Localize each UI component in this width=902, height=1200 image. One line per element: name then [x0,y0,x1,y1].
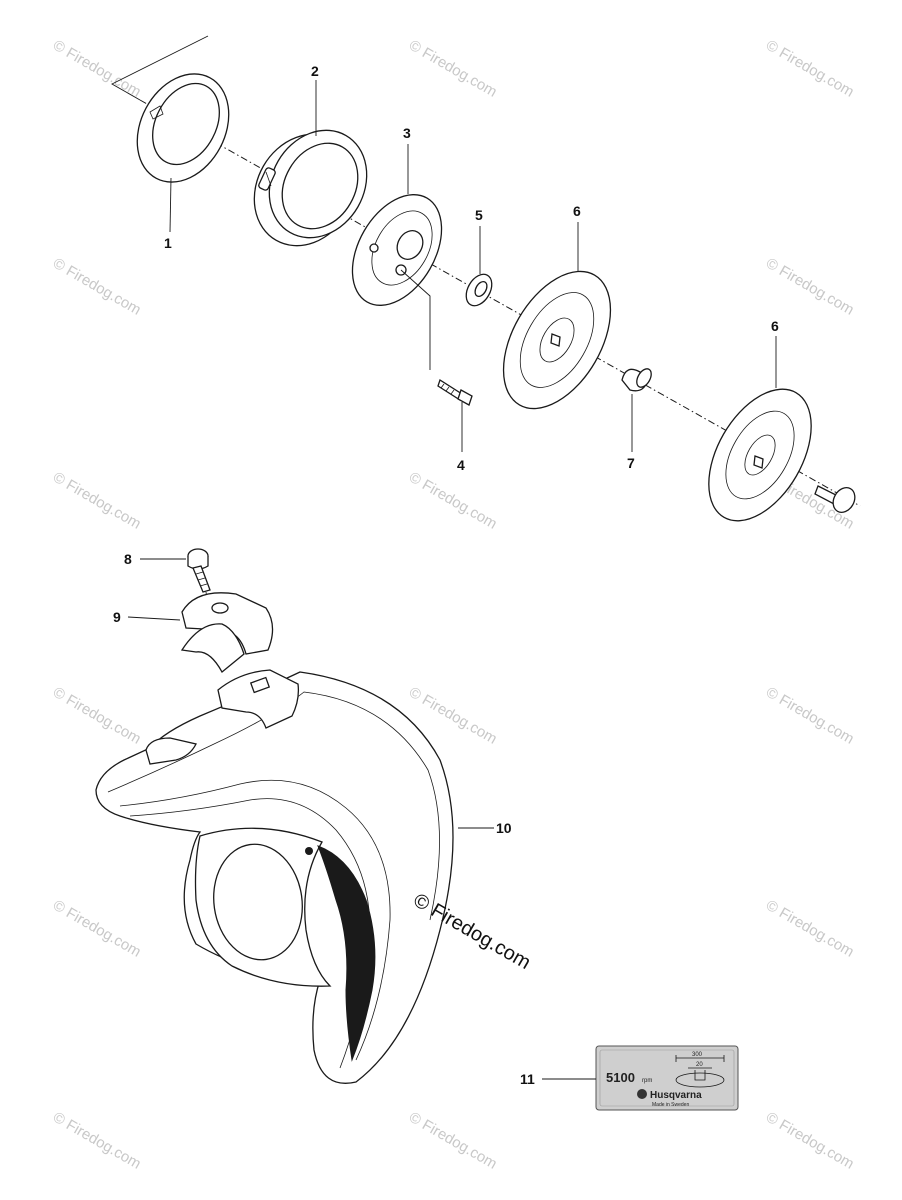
watermark-layer: © Firedog.com © Firedog.com © Firedog.co… [50,37,857,1173]
rpm-unit: rpm [642,1078,652,1084]
part-6-disc [502,270,612,410]
callout-2: 2 [311,63,319,79]
callout-10: 10 [496,820,512,836]
part-5-small-washer [465,273,493,307]
dim-inner: 20 [696,1062,703,1068]
axis-start-line [111,35,209,101]
watermark: © Firedog.com [763,684,857,748]
part-8-bolt [187,548,213,641]
callout-3: 3 [403,125,411,141]
watermark: © Firedog.com [50,255,144,319]
origin-text: Made in Sweden [652,1102,689,1108]
rpm-value: 5100 [606,1070,635,1085]
dim-outer: 300 [692,1052,703,1058]
part-4-screw [400,269,473,406]
part-3-flange [351,194,443,306]
callout-11: 11 [520,1071,535,1087]
part-9-clamp [180,592,274,673]
callout-labels: 1 2 3 4 5 6 6 7 8 9 10 11 [113,63,779,1087]
part-1-washer [136,73,230,183]
callout-9: 9 [113,609,121,625]
watermark: © Firedog.com [763,1109,857,1173]
part-6-disc-outer [708,388,812,522]
leader-lines [127,80,777,1080]
watermark: © Firedog.com [50,37,144,101]
callout-1: 1 [164,235,172,251]
callout-5: 5 [475,207,483,223]
watermark: © Firedog.com [406,37,500,101]
callout-7: 7 [627,455,635,471]
watermark: © Firedog.com [50,1109,144,1173]
watermark: © Firedog.com [406,469,500,533]
callout-6: 6 [573,203,581,219]
watermark: © Firedog.com [763,37,857,101]
end-bolt [814,485,856,513]
watermark: © Firedog.com [763,255,857,319]
part-7-bushing [621,368,652,392]
watermark: © Firedog.com [50,684,144,748]
part-11-label-plate: 5100 rpm 300 20 Husqvarna Made in Sweden [595,1045,739,1111]
watermark: © Firedog.com [406,1109,500,1173]
part-10-blade-guard [95,669,454,1084]
brand-name: Husqvarna [650,1090,702,1101]
callout-4: 4 [457,457,465,473]
watermark: © Firedog.com [50,469,144,533]
callout-8: 8 [124,551,132,567]
callout-6-outer: 6 [771,318,779,334]
brand-logo-icon [637,1089,647,1099]
part-2-bushing [253,129,368,247]
watermark: © Firedog.com [763,897,857,961]
watermark: © Firedog.com [50,897,144,961]
